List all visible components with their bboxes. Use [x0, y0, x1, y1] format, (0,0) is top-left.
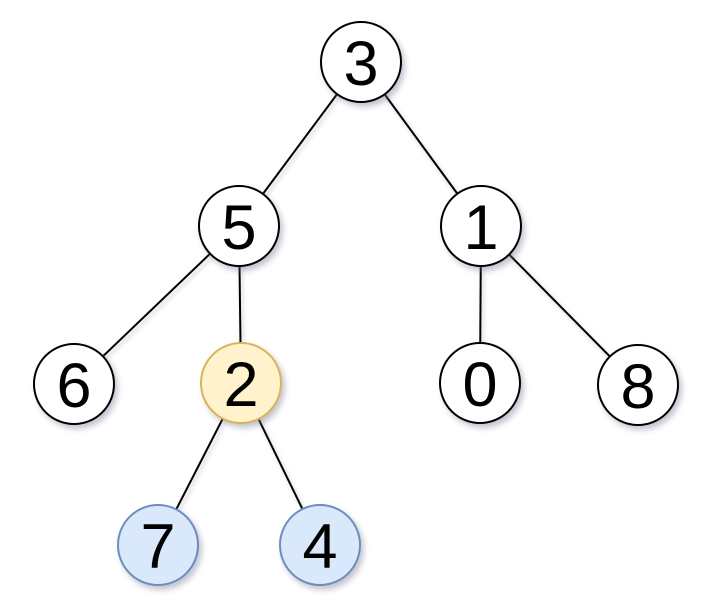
node-value-4: 4 — [302, 512, 337, 582]
node-circle-4 — [279, 504, 361, 586]
node-circle-2 — [200, 342, 282, 424]
node-value-7: 7 — [140, 512, 175, 582]
tree-node-4: 4 — [279, 504, 361, 586]
node-circle-0 — [439, 342, 521, 424]
node-value-2: 2 — [223, 350, 258, 420]
tree-node-1: 1 — [440, 185, 522, 267]
node-value-5: 5 — [221, 193, 256, 263]
node-circle-6 — [33, 343, 115, 425]
node-circle-7 — [117, 504, 199, 586]
tree-node-3: 3 — [320, 21, 402, 103]
node-circle-8 — [597, 344, 679, 426]
node-circle-1 — [440, 185, 522, 267]
node-value-1: 1 — [463, 193, 498, 263]
tree-node-5: 5 — [198, 185, 280, 267]
node-value-0: 0 — [462, 350, 497, 420]
node-circle-3 — [320, 21, 402, 103]
node-circle-5 — [198, 185, 280, 267]
tree-node-0: 0 — [439, 342, 521, 424]
node-value-3: 3 — [343, 29, 378, 99]
tree-edges — [73, 61, 639, 546]
tree-nodes: 3 5 1 6 2 0 — [33, 21, 679, 586]
tree-node-8: 8 — [597, 344, 679, 426]
tree-node-6: 6 — [33, 343, 115, 425]
tree-node-2: 2 — [200, 342, 282, 424]
node-value-6: 6 — [56, 351, 91, 421]
node-value-8: 8 — [620, 352, 655, 422]
tree-node-7: 7 — [117, 504, 199, 586]
